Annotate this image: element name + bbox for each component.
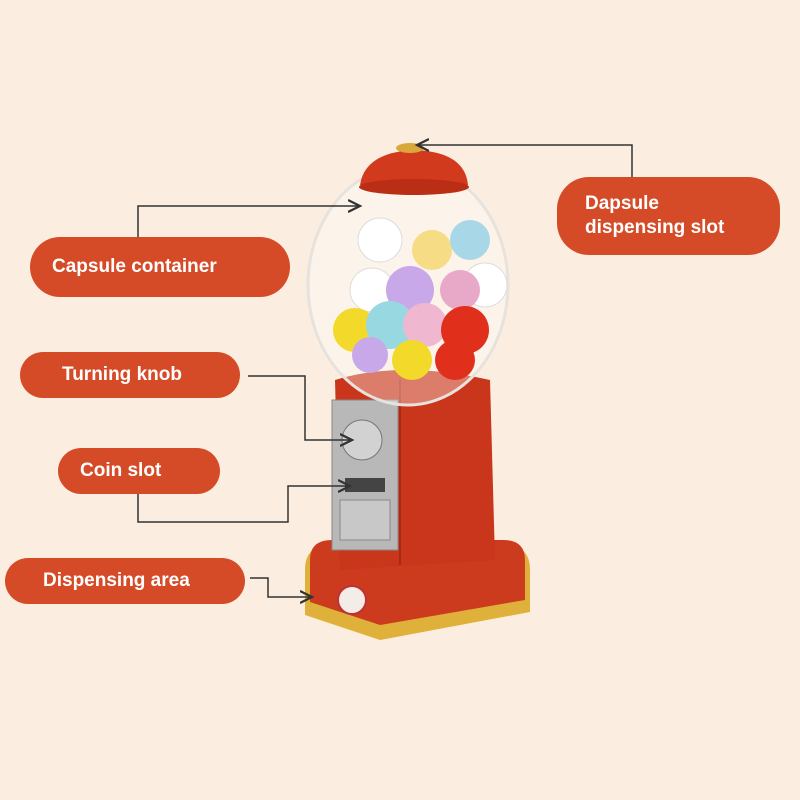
label-capsule-container: Capsule container bbox=[30, 237, 290, 297]
label-text: Capsule container bbox=[52, 256, 217, 277]
label-text: Dispensing area bbox=[43, 570, 190, 591]
label-dispensing-slot: Dapsule dispensing slot bbox=[557, 177, 780, 255]
label-coin-slot: Coin slot bbox=[58, 448, 220, 494]
capsule-globe bbox=[306, 163, 510, 407]
label-text: Dapsule dispensing slot bbox=[585, 193, 725, 238]
dome-cap bbox=[359, 143, 469, 195]
machine-body bbox=[331, 370, 495, 570]
label-turning-knob: Turning knob bbox=[20, 352, 240, 398]
label-text: Coin slot bbox=[80, 460, 162, 481]
label-text: Turning knob bbox=[62, 364, 182, 385]
leader-lines bbox=[137, 145, 633, 597]
label-dispensing-area: Dispensing area bbox=[5, 558, 245, 604]
